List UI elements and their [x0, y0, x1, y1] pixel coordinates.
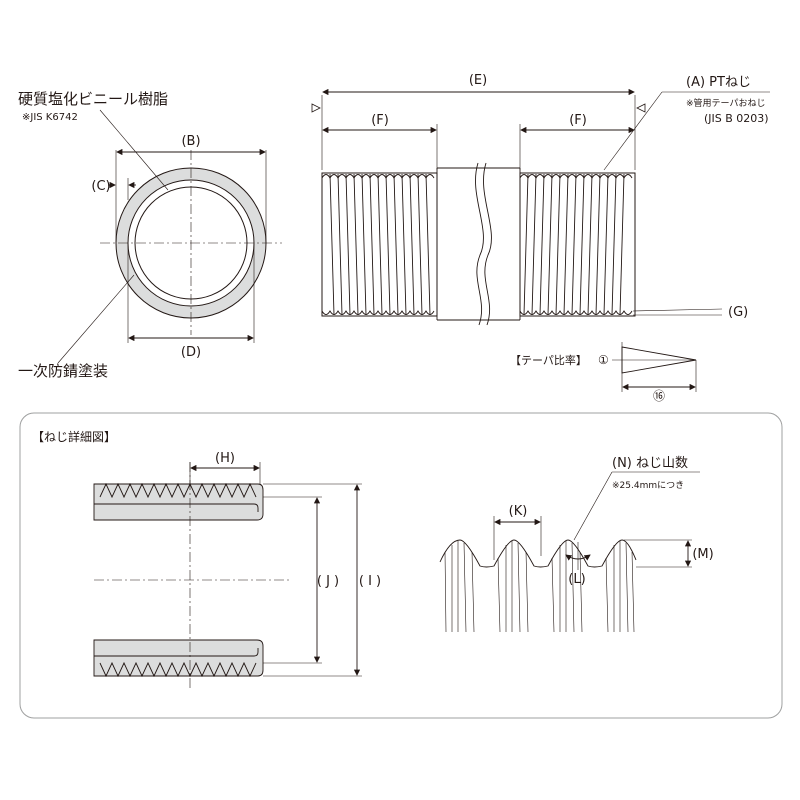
dim-e-label: (E) [469, 73, 487, 88]
thread-count-note: ※25.4mmにつき [612, 480, 684, 491]
left-thread-ridges [321, 173, 435, 316]
material-label: 硬質塩化ビニール樹脂 [18, 90, 168, 108]
dim-c-label: (C) [91, 179, 110, 194]
thread-section-view: (H) ( J ) ( I ) [93, 451, 381, 690]
thread-std: (JIS B 0203) [704, 112, 769, 125]
dim-g-label: (G) [728, 305, 748, 320]
side-view: (E) (F) (F) (A) PTねじ ※管用テーパおねじ (JIS B 02… [311, 73, 770, 403]
dim-f-right-label: (F) [569, 113, 587, 128]
dim-j-label: ( J ) [317, 574, 339, 589]
thread-note: ※管用テーパおねじ [686, 97, 765, 109]
right-thread-body [519, 172, 636, 317]
dim-b-label: (B) [181, 134, 200, 149]
thread-count-label: (N) ねじ山数 [612, 456, 688, 471]
detail-title: 【ねじ詳細図】 [32, 429, 116, 444]
taper-label: 【テーパ比率】 [510, 353, 587, 367]
cross-section-view: (B) (C) (D) 硬質塩化ビニール樹脂 ※JIS K6742 一次防錆塗装 [18, 90, 282, 380]
dim-k-label: (K) [509, 504, 528, 519]
thread-profile-view: (K) (L) (N) ねじ山数 ※25.4mmにつき (M) [439, 456, 714, 633]
coating-label: 一次防錆塗装 [18, 362, 108, 380]
taper-ratio-bottom: ⑯ [653, 389, 665, 403]
thread-label: (A) PTねじ [686, 75, 751, 90]
dim-l-label: (L) [568, 572, 585, 587]
dim-h-label: (H) [215, 451, 235, 466]
dim-d-label: (D) [181, 345, 201, 360]
right-thread-ridges [519, 173, 633, 316]
dim-m-label: (M) [692, 547, 713, 562]
taper-ratio-top: ① [598, 353, 609, 367]
lower-wall [93, 639, 264, 677]
dim-f-left-label: (F) [371, 113, 389, 128]
material-note: ※JIS K6742 [22, 112, 78, 123]
upper-wall [93, 483, 264, 521]
dim-i-label: ( I ) [359, 574, 381, 589]
